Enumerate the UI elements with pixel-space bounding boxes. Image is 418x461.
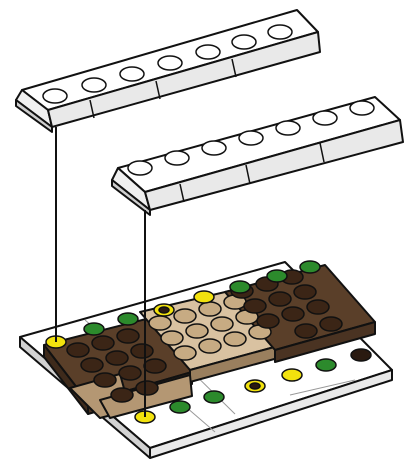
upper-slope-strip bbox=[15, 9, 321, 133]
middle-slope-strip bbox=[111, 96, 404, 216]
base-plate-side bbox=[149, 369, 393, 459]
connector-lines bbox=[55, 127, 146, 417]
marker-studs bbox=[45, 260, 372, 424]
plate-studs bbox=[66, 269, 343, 403]
